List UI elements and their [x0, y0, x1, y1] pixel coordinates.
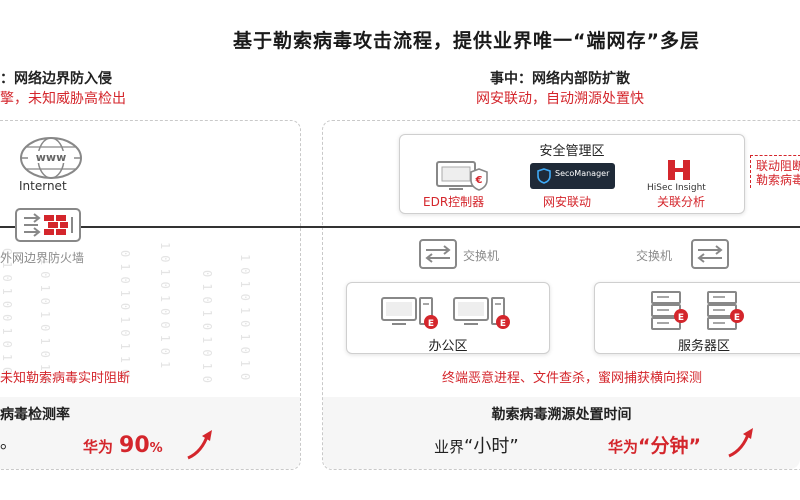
middle-panel — [322, 120, 800, 470]
binary-column: 0101010101 — [200, 270, 214, 390]
svg-text:E: E — [500, 319, 506, 329]
industry-rate-value: 。 — [0, 433, 17, 453]
middle-heading: 事中：网络内部防扩散 — [490, 71, 630, 87]
huawei-rate-value: 90 — [119, 433, 150, 458]
network-line — [0, 226, 800, 228]
server-zone-label: 服务器区 — [677, 339, 730, 354]
firewall-label: 外网边界防火墙 — [0, 251, 85, 265]
computer-icon: E — [452, 296, 512, 330]
switch-label: 交换机 — [636, 249, 673, 263]
binary-column: 1010100101 — [158, 242, 172, 375]
huawei-rate-unit: % — [149, 441, 163, 456]
industry-trace-value: “小时” — [464, 436, 519, 457]
binary-background: 0101001010 1010101010 0101010110 1010100… — [0, 240, 300, 390]
trace-time-title: 勒索病毒溯源处置时间 — [491, 407, 632, 423]
hisec-insight-logo-icon[interactable] — [665, 157, 693, 183]
shield-icon — [537, 168, 551, 184]
linkage-block-line1: 联动阻断 — [756, 159, 800, 173]
hisec-product-name: HiSec Insight — [647, 183, 706, 193]
endpoint-detection-text: 终端恶意进程、文件查杀，蜜网捕获横向探测 — [441, 371, 702, 386]
correlation-analysis-label: 关联分析 — [657, 195, 706, 209]
page-title: 基于勒索病毒攻击流程，提供业界唯一“端网存”多层 — [233, 30, 700, 52]
linkage-block-line2: 勒索病毒 — [756, 173, 800, 187]
binary-column: 1010101010 — [38, 258, 52, 390]
binary-column: 0101010110 — [118, 250, 132, 383]
mgmt-zone-title: 安全管理区 — [539, 144, 605, 159]
globe-icon: www — [19, 136, 83, 180]
left-bottom-box — [0, 397, 300, 469]
secomanager-product-name: SecoManager — [555, 169, 610, 178]
switch-label: 交换机 — [463, 249, 500, 263]
secomanager-logo[interactable]: SecoManager — [530, 163, 615, 189]
switch-icon[interactable] — [418, 238, 458, 270]
trend-arrow-icon — [727, 426, 755, 458]
office-zone-label: 办公区 — [428, 339, 468, 354]
server-zone — [594, 282, 800, 354]
svg-text:www: www — [36, 151, 67, 164]
left-heading: ：网络边界防入侵 — [0, 71, 112, 87]
svg-text:E: E — [678, 313, 684, 323]
huawei-trace-value: “分钟” — [638, 435, 701, 457]
svg-text:E: E — [734, 313, 740, 323]
industry-label: 业界 — [434, 438, 465, 456]
huawei-trace-time: 华为“分钟” — [608, 431, 701, 458]
computer-icon: E — [380, 296, 440, 330]
internet-label: Internet — [19, 179, 67, 193]
binary-column: 0101001010 — [0, 248, 14, 381]
middle-bottom-box — [323, 397, 800, 469]
svg-text:€: € — [475, 175, 483, 186]
huawei-label: 华为 — [83, 438, 114, 456]
server-icon: E — [706, 290, 746, 332]
middle-subheading: 网安联动，自动溯源处置快 — [476, 91, 644, 107]
trend-arrow-icon — [186, 428, 214, 460]
binary-column: 1010101010 — [238, 254, 252, 387]
industry-trace-time: 业界“小时” — [434, 432, 519, 458]
left-subheading: 擎，未知威胁高检出 — [0, 91, 126, 107]
switch-icon[interactable] — [690, 238, 730, 270]
office-zone — [346, 282, 550, 354]
linkage-bracket — [750, 155, 800, 188]
huawei-rate: 华为 90% — [83, 433, 163, 458]
server-icon: E — [650, 290, 690, 332]
firewall-icon — [14, 207, 82, 243]
secomanager-label: 网安联动 — [543, 195, 592, 209]
huawei-label: 华为 — [608, 438, 639, 456]
realtime-block-text: 未知勒索病毒实时阻断 — [0, 371, 131, 386]
svg-text:E: E — [428, 319, 434, 329]
edr-controller-icon[interactable]: € — [435, 160, 489, 192]
edr-controller-label: EDR控制器 — [423, 195, 485, 209]
left-panel — [0, 120, 301, 470]
detection-rate-title: 病毒检测率 — [0, 407, 70, 423]
